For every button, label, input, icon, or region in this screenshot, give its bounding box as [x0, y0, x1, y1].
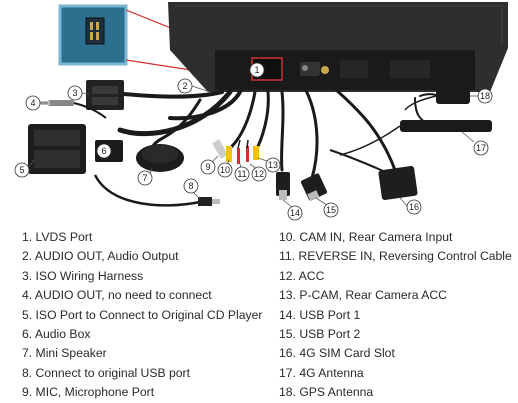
legend-right-column: 10. CAM IN, Rear Camera Input 11. REVERS… — [279, 228, 515, 403]
callout-12: 12 — [251, 166, 267, 182]
callout-4: 4 — [25, 95, 41, 111]
legend-item: 11. REVERSE IN, Reversing Control Cable — [279, 249, 512, 264]
svg-text:5: 5 — [19, 165, 24, 175]
callout-10: 10 — [217, 162, 233, 178]
legend-item: 18. GPS Antenna — [279, 385, 374, 400]
callout-15: 15 — [323, 202, 339, 218]
svg-text:15: 15 — [326, 205, 336, 215]
svg-text:18: 18 — [480, 91, 490, 101]
callout-7: 7 — [137, 170, 153, 186]
svg-text:10: 10 — [220, 165, 230, 175]
mini-speaker — [136, 144, 184, 172]
usb-ports — [276, 172, 328, 201]
iso-port-connector — [28, 124, 86, 174]
legend-item: 15. USB Port 2 — [279, 327, 361, 342]
head-unit — [168, 2, 508, 92]
legend-item: 3. ISO Wiring Harness — [22, 268, 144, 283]
legend-item: 16. 4G SIM Card Slot — [279, 346, 395, 361]
wiring-diagram: 1 2 3 4 5 6 7 8 9 10 11 12 13 14 15 16 1… — [14, 2, 508, 221]
svg-text:6: 6 — [101, 146, 106, 156]
svg-text:7: 7 — [142, 173, 147, 183]
legend-item: 17. 4G Antenna — [279, 365, 364, 380]
svg-text:11: 11 — [237, 169, 246, 179]
svg-text:4: 4 — [30, 98, 35, 108]
callout-14: 14 — [287, 205, 303, 221]
callout-11: 11 — [234, 166, 250, 182]
sim-card-slot-box — [329, 149, 418, 200]
svg-text:12: 12 — [254, 169, 264, 179]
svg-text:13: 13 — [268, 160, 278, 170]
original-usb-cable — [93, 174, 220, 207]
callout-13: 13 — [265, 157, 281, 173]
svg-text:9: 9 — [205, 162, 210, 172]
legend-item: 12. ACC — [279, 268, 325, 283]
callout-6: 6 — [96, 143, 112, 159]
legend-item: 10. CAM IN, Rear Camera Input — [279, 230, 453, 244]
4g-antenna — [339, 120, 492, 156]
legend-item: 6. Audio Box — [22, 327, 91, 342]
legend-item: 1. LVDS Port — [22, 230, 93, 244]
legend-item: 2. AUDIO OUT, Audio Output — [22, 249, 179, 264]
callout-lines — [27, 69, 478, 209]
legend-item: 13. P-CAM, Rear Camera ACC — [279, 288, 447, 303]
callout-3: 3 — [67, 85, 83, 101]
legend-item: 4. AUDIO OUT, no need to connect — [22, 288, 212, 303]
legend-item: 7. Mini Speaker — [22, 346, 107, 361]
iso-harness-connector — [86, 80, 124, 110]
svg-text:16: 16 — [409, 202, 419, 212]
svg-text:17: 17 — [476, 143, 486, 153]
callout-8: 8 — [183, 178, 199, 194]
callout-markers: 1 2 3 4 5 6 7 8 9 10 11 12 13 14 15 16 1… — [14, 62, 493, 221]
callout-2: 2 — [177, 78, 193, 94]
callout-9: 9 — [200, 159, 216, 175]
svg-text:3: 3 — [72, 88, 77, 98]
legend-left-column: 1. LVDS Port 2. AUDIO OUT, Audio Output … — [22, 228, 272, 403]
legend-item: 8. Connect to original USB port — [22, 365, 191, 380]
legend-item: 9. MIC, Microphone Port — [22, 385, 155, 400]
svg-text:14: 14 — [290, 208, 300, 218]
callout-1: 1 — [249, 62, 265, 78]
svg-text:8: 8 — [188, 181, 193, 191]
svg-text:2: 2 — [182, 81, 187, 91]
legend-item: 5. ISO Port to Connect to Original CD Pl… — [22, 307, 263, 322]
callout-18: 18 — [477, 88, 493, 104]
callout-16: 16 — [406, 199, 422, 215]
svg-text:1: 1 — [254, 65, 259, 75]
callout-17: 17 — [473, 140, 489, 156]
legend-item: 14. USB Port 1 — [279, 307, 361, 322]
callout-5: 5 — [14, 162, 30, 178]
gps-antenna — [404, 86, 470, 111]
rca-connectors — [212, 139, 259, 164]
